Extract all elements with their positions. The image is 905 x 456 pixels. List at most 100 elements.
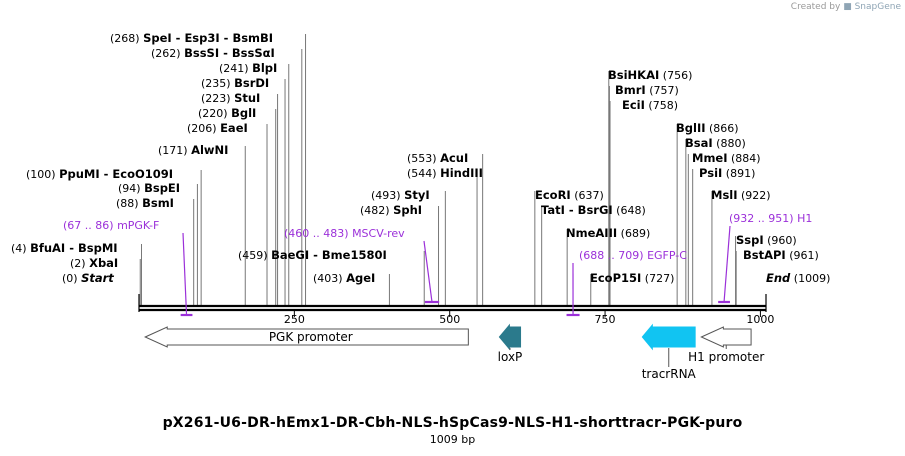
plasmid-title: pX261-U6-DR-hEmx1-DR-Cbh-NLS-hSpCas9-NLS…	[162, 415, 743, 431]
site-enzyme-names: BglII	[676, 121, 706, 135]
primer-range: (460 .. 483)	[284, 227, 352, 240]
primer-leader	[182, 232, 188, 316]
site-enzyme-names: BspEI	[144, 181, 180, 195]
feature-arrow	[700, 326, 752, 348]
site-enzyme-names: StuI	[234, 91, 260, 105]
primer-name: MSCV-rev	[352, 227, 405, 240]
site-enzyme-names: BfuAI - BspMI	[30, 241, 117, 255]
ruler-label: 1000	[746, 313, 774, 326]
site-enzyme-names: TatI - BsrGI	[541, 203, 613, 217]
site-enzyme-names: AlwNI	[191, 143, 228, 157]
site-enzyme-names: NmeAIII	[566, 226, 617, 240]
plasmid-length: 1009 bp	[429, 433, 476, 446]
site-label-bspei: (94) BspEI	[118, 181, 180, 195]
site-enzyme-names: XbaI	[89, 256, 118, 270]
site-label-msli: MslI (922)	[711, 188, 771, 202]
site-position: (880)	[713, 137, 746, 150]
site-position: (220)	[198, 107, 231, 120]
site-label-ecii: EciI (758)	[622, 98, 678, 112]
site-position: (4)	[11, 242, 30, 255]
plasmid-map: (268) SpeI - Esp3I - BsmBI(262) BssSI - …	[11, 31, 830, 381]
site-position: (206)	[187, 122, 220, 135]
site-position: (553)	[407, 152, 440, 165]
site-label-ppumi: (100) PpuMI - EcoO109I	[26, 167, 173, 181]
primer-label: (932 .. 951) H1	[729, 212, 812, 225]
site-position: (961)	[786, 249, 819, 262]
site-position: (891)	[722, 167, 755, 180]
site-enzyme-names: BglI	[231, 106, 256, 120]
site-position: (757)	[646, 84, 679, 97]
site-label-start: (0) Start	[62, 271, 114, 285]
site-position: (866)	[706, 122, 739, 135]
site-position: (637)	[571, 189, 604, 202]
site-position: (758)	[645, 99, 678, 112]
site-label-eaei: (206) EaeI	[187, 121, 248, 135]
site-enzyme-names: BsrDI	[234, 76, 269, 90]
site-position: (884)	[728, 152, 761, 165]
site-label-ecop15i: EcoP15I (727)	[590, 271, 674, 285]
site-enzyme-names: EcoRI	[535, 188, 571, 202]
site-enzyme-names: BsiHKAI	[608, 68, 659, 82]
site-enzyme-names: SphI	[393, 203, 422, 217]
site-label-end: End (1009)	[766, 271, 830, 285]
site-enzyme-names: BsmI	[142, 196, 174, 210]
primer-egfp-c[interactable]: (688 .. 709) EGFP-C	[566, 249, 688, 317]
feature-label: loxP	[498, 350, 523, 364]
feature-loxp[interactable]: loxP	[498, 323, 523, 364]
site-enzyme-names: PsiI	[699, 166, 722, 180]
site-label-sspi: SspI (960)	[736, 233, 797, 247]
primer-mpgk-f[interactable]: (67 .. 86) mPGK-F	[63, 219, 193, 317]
feature-label: PGK promoter	[269, 330, 353, 344]
site-position: (544)	[407, 167, 440, 180]
site-label-sphi: (482) SphI	[360, 203, 422, 217]
site-position: (403)	[313, 272, 346, 285]
feature-label: tracrRNA	[642, 367, 697, 381]
site-position: (2)	[70, 257, 89, 270]
site-position: (727)	[641, 272, 674, 285]
site-label-baegi: (459) BaeGI - Bme1580I	[238, 248, 387, 262]
site-label-alwni: (171) AlwNI	[158, 143, 228, 157]
site-label-bsihkai: BsiHKAI (756)	[608, 68, 692, 82]
primer-name: mPGK-F	[117, 219, 159, 232]
feature-arrow	[498, 323, 522, 351]
site-enzyme-names: BsaI	[685, 136, 713, 150]
site-enzyme-names: StyI	[404, 188, 430, 202]
site-enzyme-names: SpeI - Esp3I - BsmBI	[143, 31, 273, 45]
site-enzyme-names: BaeGI - Bme1580I	[271, 248, 387, 262]
site-label-bsrdi: (235) BsrDI	[201, 76, 269, 90]
primer-name: H1	[797, 212, 812, 225]
site-position: (268)	[110, 32, 143, 45]
credit-brand: SnapGene	[854, 2, 901, 12]
site-label-styi: (493) StyI	[371, 188, 430, 202]
feature-pgk-promoter[interactable]: PGK promoter	[144, 326, 469, 348]
site-label-bglii: BglII (866)	[676, 121, 739, 135]
primer-h1[interactable]: (932 .. 951) H1	[718, 212, 812, 304]
site-enzyme-names: BmrI	[615, 83, 646, 97]
feature-tracrrna[interactable]: tracrRNA	[641, 323, 697, 381]
site-enzyme-names: AcuI	[440, 151, 468, 165]
cut-site-lines	[139, 34, 737, 305]
snapgene-credit: Created by ■ SnapGene	[791, 2, 901, 12]
feature-arrow	[641, 323, 696, 351]
site-label-hindiii: (544) HindIII	[407, 166, 483, 180]
site-enzyme-names: EciI	[622, 98, 645, 112]
site-enzyme-names: BstAPI	[743, 248, 786, 262]
site-enzyme-names: EcoP15I	[590, 271, 641, 285]
site-enzyme-names: End	[766, 271, 791, 285]
primer-name: EGFP-C	[647, 249, 687, 262]
site-position: (689)	[617, 227, 650, 240]
primer-range: (688 .. 709)	[579, 249, 647, 262]
site-label-bgli: (220) BglI	[198, 106, 256, 120]
site-enzyme-names: Start	[81, 271, 114, 285]
site-position: (235)	[201, 77, 234, 90]
site-position: (241)	[219, 62, 252, 75]
primer-range: (67 .. 86)	[63, 219, 117, 232]
ruler-label: 500	[439, 313, 460, 326]
primer-mscv-rev[interactable]: (460 .. 483) MSCV-rev	[284, 227, 440, 304]
site-position: (960)	[764, 234, 797, 247]
site-position: (88)	[116, 197, 142, 210]
site-enzyme-names: PpuMI - EcoO109I	[59, 167, 173, 181]
site-enzyme-names: MmeI	[692, 151, 728, 165]
feature-h1-promoter[interactable]: H1 promoter	[688, 326, 764, 364]
site-label-nmeaiii: NmeAIII (689)	[566, 226, 650, 240]
